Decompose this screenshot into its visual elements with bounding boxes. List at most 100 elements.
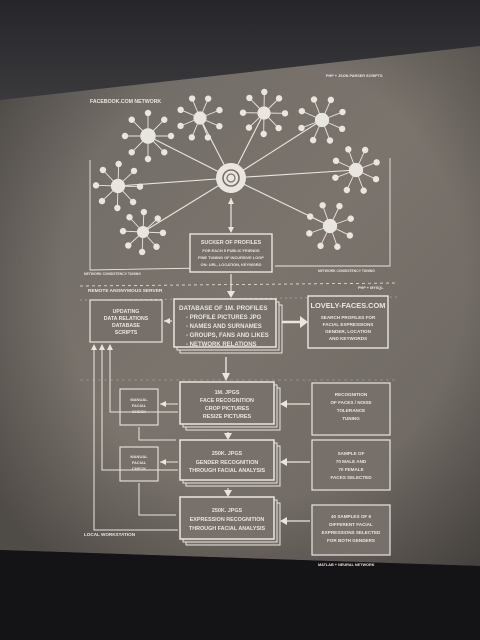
manual-check-2-line-3: CHECK [132, 466, 146, 471]
sucker-box [189, 233, 273, 273]
friend-node [144, 109, 152, 117]
friend-node [159, 229, 167, 237]
database-text: DATABASE OF 1M. PROFILES - PROFILE PICTU… [179, 305, 269, 348]
manual-check-2 [119, 446, 159, 482]
database-line-3: - NAMES AND SURNAMES [186, 324, 262, 330]
updating-line-2: DATA RELATIONS [104, 316, 149, 322]
zone-divider-1 [79, 282, 399, 287]
friend-node [188, 134, 196, 141]
database-line-5: - NETWORK RELATIONS [186, 342, 257, 348]
updating-line-3: DATABASE [112, 323, 141, 329]
friend-node [177, 122, 184, 130]
stage2-line-2: GENDER RECOGNITION [196, 460, 259, 466]
friend-node [204, 95, 212, 102]
lovely-faces-line-4: AND KEYWORDS [329, 336, 367, 341]
stage1-stack [179, 381, 281, 431]
side-box-1-text: RECOGNITION OF FACES / NOISE TOLERANCE T… [330, 392, 371, 421]
database-line-2: - PROFILE PICTURES JPG [186, 315, 262, 321]
friend-node [246, 94, 253, 102]
tuning-label-right: NETWORK CONSISTENCY TUNING [318, 269, 375, 273]
friend-node [144, 155, 152, 163]
friend-node [115, 160, 122, 168]
side1-line-4: TUNING [342, 416, 360, 421]
zone-label-local-workstation: LOCAL WORKSTATION [84, 532, 136, 537]
lovely-faces-line-1: SEARCH PROFILES FOR [321, 315, 376, 320]
manual-check-1-line-3: CHECK [132, 409, 146, 414]
friend-node [216, 122, 223, 130]
friend-node [326, 137, 334, 144]
friend-node [310, 96, 318, 103]
manual-check-2-text: MANUAL FACIAL CHECK [130, 454, 148, 471]
friend-node [136, 183, 144, 190]
friend-node [121, 132, 129, 140]
database-line-1: DATABASE OF 1M. PROFILES [179, 305, 267, 312]
friend-node [298, 124, 305, 132]
stage3-text: 250K. JPGS EXPRESSION RECOGNITION THROUG… [189, 508, 266, 532]
network-bracket-left [89, 160, 206, 271]
side-box-3 [311, 504, 391, 556]
friend-node [309, 136, 317, 144]
friend-node [128, 149, 135, 156]
hub-node [322, 218, 338, 234]
network-hubs [92, 88, 380, 256]
updating-line-4: SCRIPTS [115, 330, 138, 336]
friend-node [177, 106, 184, 114]
friend-node [239, 109, 247, 116]
sucker-line-2: FOR EACH 5 PUBLIC FRIENDS [202, 248, 260, 253]
manual-check-1-text: MANUAL FACIAL CHECK [130, 397, 148, 414]
stage3-line-2: EXPRESSION RECOGNITION [190, 517, 265, 523]
updating-text: UPDATING DATA RELATIONS DATABASE SCRIPTS [104, 309, 149, 336]
friend-node [99, 166, 107, 174]
friend-node [125, 242, 132, 249]
stage1-line-4: RESIZE PICTURES [203, 414, 252, 420]
manual-check-2-line-1: MANUAL [130, 454, 148, 459]
zone-label-facebook: FACEBOOK.COM NETWORK [90, 99, 161, 105]
stage1-line-2: FACE RECOGNITION [200, 398, 254, 404]
friend-node [204, 134, 212, 141]
side2-line-1: SAMPLE OF [338, 451, 365, 456]
manual-check-1-line-2: FACIAL [132, 403, 147, 408]
friend-node [332, 174, 339, 181]
floor-shadow [0, 550, 480, 640]
friend-node [306, 230, 313, 237]
friend-node [345, 146, 352, 153]
friend-node [332, 157, 340, 165]
side-box-2-text: SAMPLE OF 70 MALE AND 70 FEMALE FACES SE… [330, 451, 372, 480]
friend-node [360, 187, 367, 194]
friend-node [92, 182, 100, 189]
hub-node [110, 178, 126, 194]
network-edge [230, 169, 357, 179]
manual-check-1 [119, 388, 159, 426]
friend-node [261, 88, 268, 96]
friend-node [130, 167, 138, 175]
friend-node [373, 159, 380, 166]
friend-node [319, 202, 326, 209]
friend-node [343, 186, 351, 194]
sucker-line-1: SUCKER OF PROFILES [201, 240, 262, 246]
sucker-line-4: ON: URL, LOCATION, KEYWORD [201, 262, 262, 267]
lovely-faces-line-2: FACIAL EXPRESSIONS [323, 322, 374, 327]
friend-node [140, 208, 148, 216]
tuning-label-left: NETWORK CONSISTENCY TUNING [84, 272, 141, 276]
friend-node [260, 130, 267, 138]
network-edge [142, 177, 232, 233]
friend-node [167, 132, 175, 140]
side2-line-3: 70 FEMALE [338, 467, 363, 472]
manual-check-2-line-2: FACIAL [132, 460, 147, 465]
friend-node [126, 214, 133, 221]
zone-note-matlab: MATLAB + NEURAL NETWORK [318, 563, 375, 567]
hub-node [193, 111, 207, 125]
friend-node [275, 124, 282, 132]
stage1-text: 1M. JPGS FACE RECOGNITION CROP PICTURES … [200, 390, 254, 420]
stage2-stack [179, 439, 281, 487]
center-node [216, 163, 246, 193]
friend-node [119, 227, 127, 235]
side3-line-3: EXPRESSIONS SELECTED [322, 530, 381, 535]
friend-node [216, 106, 223, 114]
updating-box [89, 299, 163, 343]
hub-node [314, 112, 330, 128]
friend-node [153, 243, 160, 250]
lovely-faces-title: LOVELY-FACES.COM [311, 301, 386, 310]
friend-node [281, 110, 289, 117]
projected-diagram [79, 88, 399, 556]
